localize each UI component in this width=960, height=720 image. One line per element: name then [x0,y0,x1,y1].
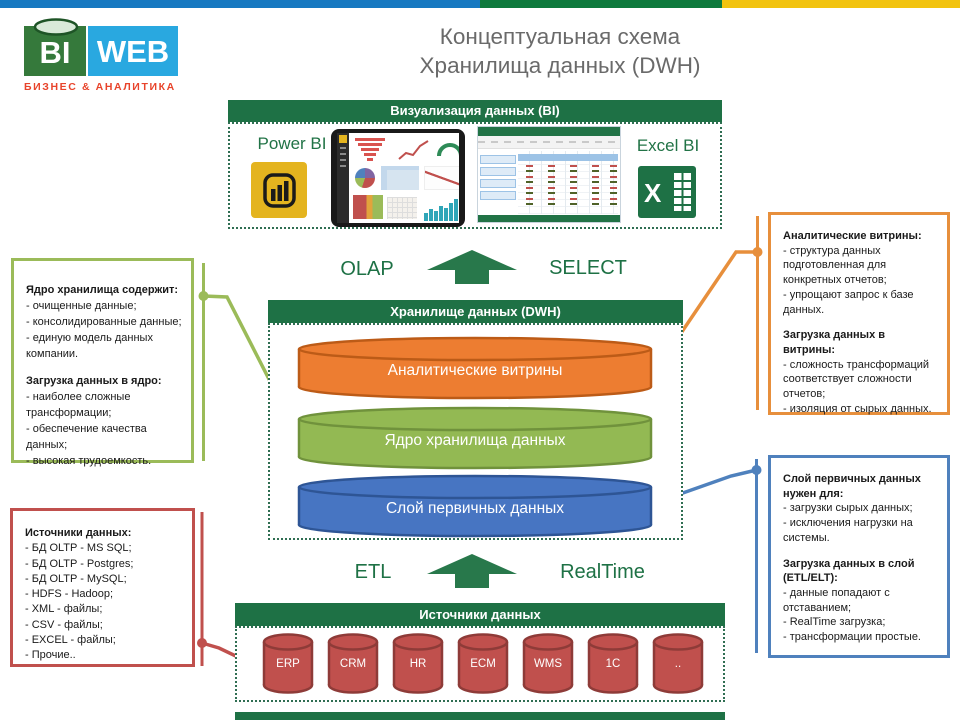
note-marts-body-2: - сложность трансформаций соответствует … [783,358,932,415]
source-label: HR [409,658,427,670]
note-core-heading-2: Загрузка данных в ядро: [26,375,162,387]
excel-filter-panel [480,155,516,214]
excel-grid [518,151,618,214]
source-label: CRM [339,658,367,670]
flow-label-olap: OLAP [340,258,394,280]
sources-section-header-label: Источники данных [419,607,541,622]
excel-data-column [548,165,555,209]
note-core-body-1: - очищенные данные; - консолидированные … [26,300,182,360]
tablet-dashboard-image [331,129,465,227]
note-marts-heading-1: Аналитические витрины: [783,230,922,242]
excel-data-column [610,165,617,209]
source-label: ECM [470,658,496,670]
layer-disk-marts: Аналитические витрины [297,336,653,400]
funnel-chart-tile [355,138,385,161]
sources-section-header: Источники данных [235,603,725,626]
note-marts-heading-2: Загрузка данных в витрины: [783,329,886,356]
note-staging-body-2: - данные попадают с отставанием; - RealT… [783,586,921,644]
note-box-staging: Слой первичных данных нужен для: - загру… [768,455,950,658]
excel-statusbar [478,215,620,222]
logo-web-box: WEB [88,26,178,76]
excel-screenshot-image [477,126,621,223]
note-staging-heading-1: Слой первичных данных нужен для: [783,473,921,500]
note-box-sources: Источники данных: - БД OLTP - MS SQL; - … [10,508,195,667]
flow-label-select: SELECT [549,257,627,279]
flow-label-realtime: RealTime [560,561,645,583]
page-title: Концептуальная схема Хранилища данных (D… [300,22,820,80]
source-cylinder-crm: CRM [327,633,379,695]
excel-titlebar [478,127,620,136]
excel-data-column [526,165,533,209]
powerbi-label: Power BI [257,134,327,153]
excel-ribbon [478,136,620,149]
connector-staging-dot-start [751,465,762,475]
excel-data-column [592,165,599,209]
map-tile [381,166,419,190]
scatter-chart-tile [424,166,459,190]
source-label: 1С [605,658,621,670]
connector-core-dot-start [198,291,209,301]
logo-tagline: БИЗНЕС & АНАЛИТИКА [24,81,176,93]
note-sources-body-1: - БД OLTP - MS SQL; - БД OLTP - Postgres… [25,542,134,662]
excel-icon: X [638,166,696,218]
connector-marts-dot-start [752,247,763,257]
dwh-section-header: Хранилище данных (DWH) [268,300,683,323]
note-sources-heading-1: Источники данных: [25,527,132,539]
logo-database-icon [33,18,79,36]
dwh-section-header-label: Хранилище данных (DWH) [390,304,561,319]
layer-disk-staging: Слой первичных данных [297,474,653,538]
source-cylinder-1c: 1С [587,633,639,695]
note-core-body-2: - наиболее сложные трансформации; - обес… [26,391,152,467]
layer-label-marts: Аналитические витрины [387,362,563,379]
pie-chart-tile [355,168,375,188]
flow-label-etl: ETL [354,561,392,583]
source-cylinder-ecm: ECM [457,633,509,695]
page-title-line2: Хранилища данных (DWH) [419,53,701,78]
source-cylinder-wms: WMS [522,633,574,695]
note-box-marts: Аналитические витрины: - структура данны… [768,212,950,415]
page-title-line1: Концептуальная схема [439,24,681,49]
line-chart-tile [398,140,429,160]
powerbi-icon [251,162,307,218]
dashboard-nav-rail [337,133,349,223]
treemap-tile [353,195,383,219]
bottom-accent-bar [235,712,725,720]
topbar-segment-blue [0,0,480,8]
excel-data-column [570,165,577,209]
layer-disk-core: Ядро хранилища данных [297,406,653,470]
topbar-segment-yellow [722,0,960,8]
note-staging-body-1: - загрузки сырых данных; - исключения на… [783,502,913,544]
bi-section-header-label: Визуализация данных (BI) [390,103,560,118]
powerbi-dashboard-screen [337,133,459,223]
source-label: ERP [276,658,300,670]
note-box-core: Ядро хранилища содержит: - очищенные дан… [11,258,194,467]
surface-chart-tile [387,197,417,219]
layer-label-core: Ядро хранилища данных [384,432,566,449]
source-cylinder-other: .. [652,633,704,695]
gauge-chart-tile [437,143,459,157]
source-cylinder-hr: HR [392,633,444,695]
connector-sources-dot-start [197,638,207,648]
topbar-segment-green [480,0,722,8]
excel-table-header-band [518,154,618,161]
excel-icon-letter: X [644,178,662,208]
source-label: WMS [533,658,563,670]
note-core-heading-1: Ядро хранилища содержит: [26,284,179,296]
bar-chart-tile [424,199,458,221]
excelbi-label: Excel BI [636,136,700,155]
up-arrow-icon-top [427,250,517,284]
up-arrow-icon-bottom [427,554,517,588]
source-label: .. [674,658,682,670]
note-marts-body-1: - структура данных подготовленная для ко… [783,244,914,316]
source-cylinder-erp: ERP [262,633,314,695]
note-staging-heading-2: Загрузка данных в слой (ETL/ELT): [783,557,915,585]
layer-label-staging: Слой первичных данных [385,500,565,517]
bi-section-header: Визуализация данных (BI) [228,100,722,122]
